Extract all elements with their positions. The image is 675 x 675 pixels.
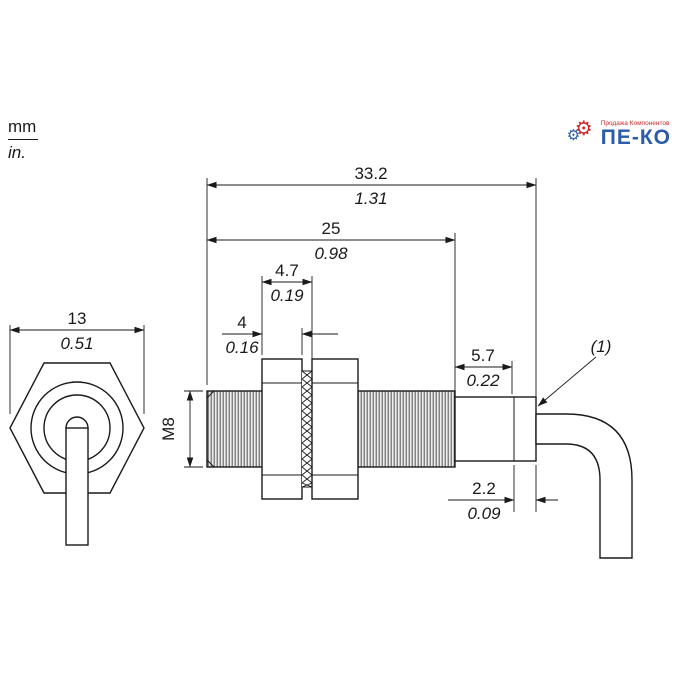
dim-overall-in: 1.31	[354, 189, 387, 208]
dim-rear-mm: 5.7	[471, 346, 495, 365]
logo-name: ПЕ-КО	[600, 126, 671, 150]
dim-rear-in: 0.22	[466, 371, 500, 390]
dim-thread-length: 25 0.98	[206, 219, 456, 263]
dim-width-in: 0.51	[60, 334, 93, 353]
cable-front	[65, 427, 89, 546]
hex-nut-front	[9, 362, 145, 494]
dimensions: 33.2 1.31 25 0.98 4.7 0.19 4 0.16	[9, 164, 612, 523]
hex-nut-1	[261, 358, 303, 500]
dim-nut-in: 0.16	[225, 338, 259, 357]
gear-blue-icon: ⚙	[566, 127, 581, 144]
dim-nut-washer-in: 0.19	[270, 286, 304, 305]
units-mm-label: mm	[8, 117, 37, 136]
lock-washer	[301, 370, 313, 488]
hex-nut-2	[311, 358, 359, 500]
side-view	[206, 358, 633, 559]
units-inch-label: in.	[8, 143, 26, 162]
dim-thread-size: M8	[159, 390, 194, 468]
logo-tagline: Продажа Компонентов	[600, 119, 670, 127]
dim-nut-washer-mm: 4.7	[275, 261, 299, 280]
dim-band-in: 0.09	[467, 504, 501, 523]
dim-overall-length: 33.2 1.31	[206, 164, 537, 208]
rear-body	[454, 396, 537, 462]
dim-rear-body: 5.7 0.22	[454, 346, 513, 390]
dim-nut-mm: 4	[237, 313, 246, 332]
thread-size-label: M8	[159, 417, 178, 441]
dim-overall-mm: 33.2	[354, 164, 387, 183]
callout-1: (1)	[537, 337, 612, 407]
gear-red-icon: ⚙	[574, 118, 593, 140]
logo-text: Продажа Компонентов ПЕ-КО	[601, 120, 671, 149]
dim-nut: 4 0.16	[222, 313, 338, 357]
dim-band-mm: 2.2	[472, 479, 496, 498]
cable-side	[535, 413, 633, 559]
dim-across-flats: 13 0.51	[9, 309, 145, 353]
vendor-logo: ⚙ ⚙ Продажа Компонентов ПЕ-КО	[567, 118, 671, 150]
units-divider	[8, 139, 38, 140]
face-chamfer-top	[206, 390, 215, 399]
gears-icon: ⚙ ⚙	[567, 118, 599, 150]
dim-thread-in: 0.98	[314, 244, 348, 263]
dim-nut-washer: 4.7 0.19	[261, 261, 313, 305]
dim-width-mm: 13	[68, 309, 87, 328]
dim-thread-mm: 25	[322, 219, 341, 238]
units-legend: mm in.	[8, 118, 38, 161]
callout-1-label: (1)	[591, 337, 612, 356]
front-view	[9, 362, 145, 546]
dim-led-band: 2.2 0.09	[448, 479, 558, 523]
face-chamfer-bottom	[206, 459, 215, 468]
